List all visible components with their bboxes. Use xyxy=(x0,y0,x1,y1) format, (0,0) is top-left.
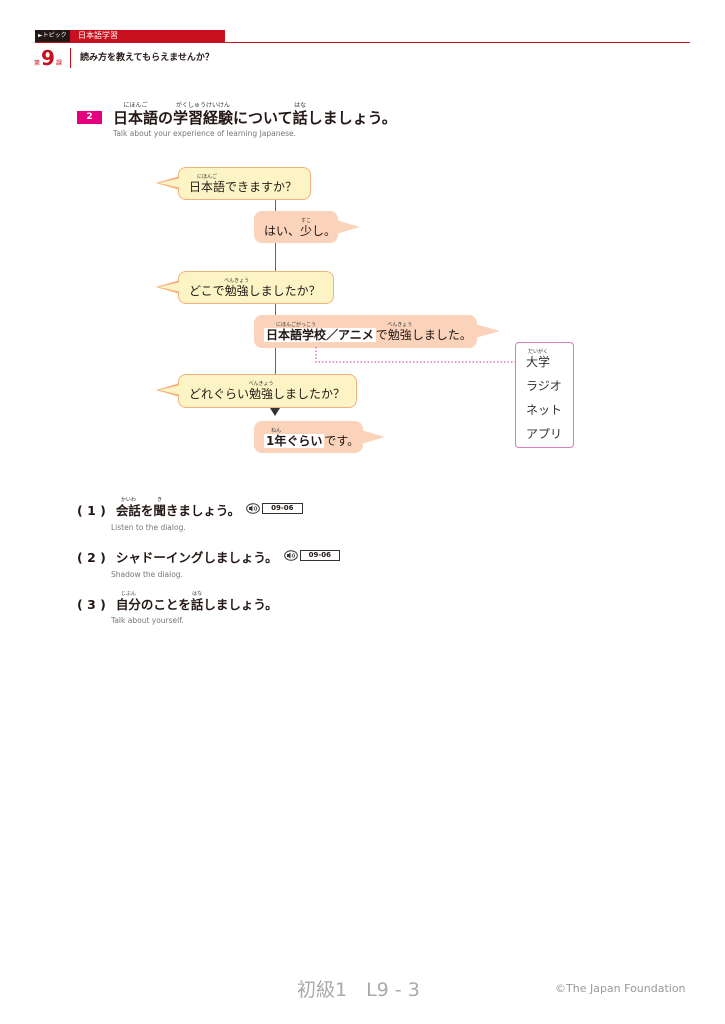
lesson-number: 第9課 xyxy=(34,46,62,70)
options-box: 大学だいがく ラジオ ネット アプリ xyxy=(515,342,574,448)
task-2: ( 2 )シャドーイングしましょう。09-06 xyxy=(77,550,340,566)
task-3-subtitle: Talk about yourself. xyxy=(111,616,184,625)
bubble-tail xyxy=(159,177,181,188)
task-2-subtitle: Shadow the dialog. xyxy=(111,570,183,579)
question-bubble-1: 日本語にほんごできますか？ xyxy=(178,167,311,200)
page-number: 初級1 L9 - 3 xyxy=(297,979,420,1001)
section-number-badge: 2 xyxy=(77,111,102,124)
task-1: ( 1 )会話かいわを聞ききましょう。09-06 xyxy=(77,497,303,519)
topic-label: 日本語学習 xyxy=(70,30,225,42)
option-item: アプリ xyxy=(526,427,563,441)
answer-bubble-2: 日本語学校にほんごがっこう／アニメで勉強べんきょうしました。 xyxy=(254,315,477,348)
question-bubble-2: どこで勉強べんきょうしましたか？ xyxy=(178,271,334,304)
dotted-connector xyxy=(315,347,516,363)
task-1-subtitle: Listen to the dialog. xyxy=(111,523,186,532)
section-subtitle: Talk about your experience of learning J… xyxy=(113,129,297,138)
bubble-tail xyxy=(336,220,360,234)
question-bubble-3: どれぐらい勉強べんきょうしましたか？ xyxy=(178,374,357,408)
task-3: ( 3 )自分じぶんのことを話はなしましょう。 xyxy=(77,591,278,612)
audio-button[interactable]: 09-06 xyxy=(246,503,303,514)
flow-line xyxy=(275,199,276,415)
section-title: 日本語にほんごの学習経験がくしゅうけいけんについて話はなしましょう。 xyxy=(113,102,397,127)
header-divider xyxy=(35,42,690,43)
lesson-divider xyxy=(70,48,71,68)
arrow-down-icon xyxy=(270,408,280,416)
option-item: ラジオ xyxy=(526,379,562,393)
audio-button[interactable]: 09-06 xyxy=(283,550,340,561)
substitution-slot: 1年ねんぐらい xyxy=(264,428,325,448)
substitution-slot: 日本語学校にほんごがっこう／アニメ xyxy=(264,322,376,342)
topic-tag: ►トピック xyxy=(35,30,70,42)
answer-bubble-3: 1年ねんぐらいです。 xyxy=(254,421,363,453)
answer-bubble-1: はい、少すこし。 xyxy=(254,211,338,243)
speaker-icon xyxy=(246,503,260,514)
bubble-tail xyxy=(361,430,385,444)
option-item: ネット xyxy=(526,403,563,417)
copyright: ©The Japan Foundation xyxy=(555,982,686,995)
lesson-title: 読み方を教えてもらえませんか？ xyxy=(80,53,214,63)
speaker-icon xyxy=(283,550,298,561)
bubble-tail xyxy=(475,324,500,338)
option-item: 大学だいがく xyxy=(526,349,551,369)
bubble-tail xyxy=(159,384,181,395)
bubble-tail xyxy=(159,281,181,292)
